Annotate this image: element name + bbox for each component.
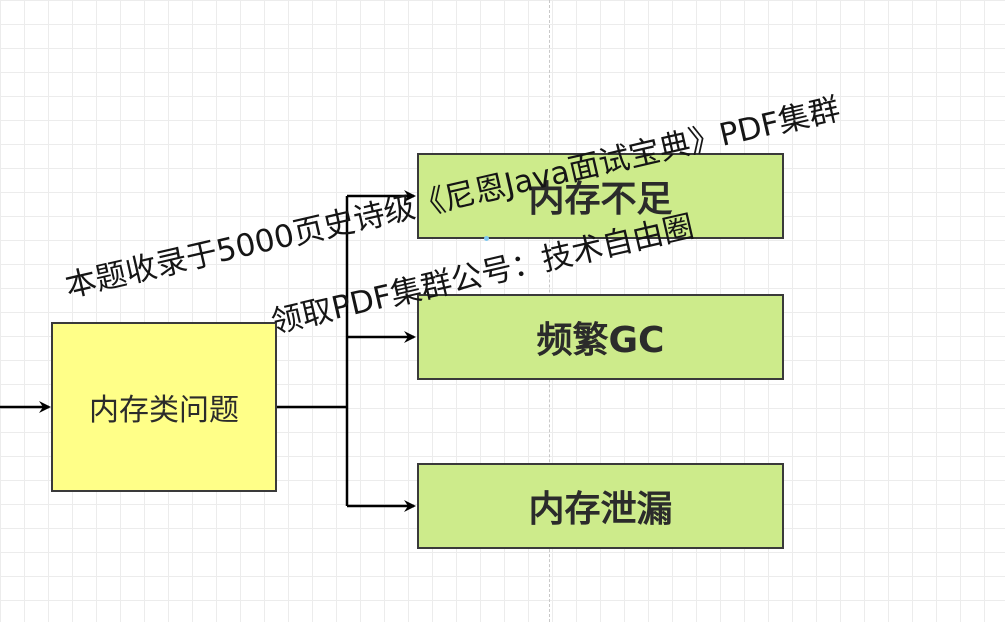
selection-dot (484, 236, 489, 241)
root-node[interactable]: 内存类问题 (51, 322, 277, 492)
child-node-2[interactable]: 频繁GC (417, 294, 784, 380)
child-node-1-label: 内存不足 (528, 179, 673, 220)
child-node-2-label: 频繁GC (536, 320, 665, 361)
root-node-label: 内存类问题 (89, 393, 239, 428)
child-node-1[interactable]: 内存不足 (417, 153, 784, 239)
child-node-3[interactable]: 内存泄漏 (417, 463, 784, 549)
child-node-3-label: 内存泄漏 (528, 489, 673, 530)
